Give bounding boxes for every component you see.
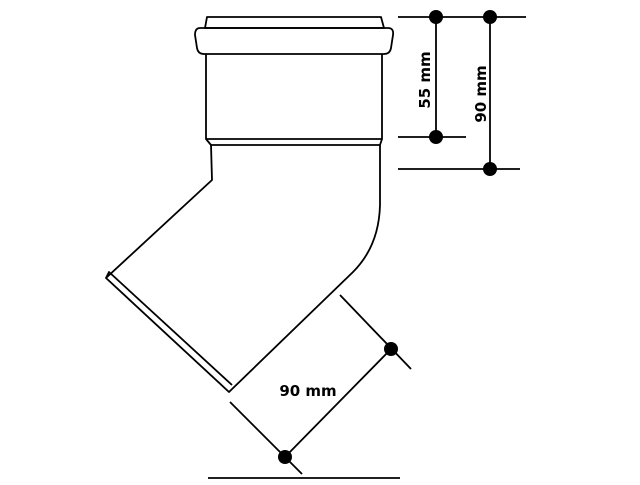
dimension-point [429, 10, 443, 24]
dimension-line-90-diagonal [284, 348, 392, 458]
pipe-fitting [105, 16, 395, 393]
dimension-label-90-vertical: 90 mm [472, 65, 490, 122]
dimension-socket-depth [398, 10, 526, 144]
dimension-point [483, 10, 497, 24]
extension-line-diagonal-lower [229, 401, 303, 475]
socket-collar [194, 27, 395, 55]
dimension-label-90-diagonal: 90 mm [279, 382, 336, 400]
dimension-label-55: 55 mm [416, 51, 434, 108]
dimension-total-height [398, 10, 520, 176]
bend-body [105, 144, 381, 393]
dimension-point [278, 450, 292, 464]
dimension-point [483, 162, 497, 176]
socket-base-ring [205, 138, 383, 146]
socket-top-ring [204, 16, 385, 29]
socket-body [205, 54, 383, 140]
dimension-point [429, 130, 443, 144]
extension-line-diagonal-upper [339, 294, 412, 370]
spigot-end-band [105, 271, 233, 386]
dimension-spigot-length [229, 294, 412, 475]
dimension-point [384, 342, 398, 356]
